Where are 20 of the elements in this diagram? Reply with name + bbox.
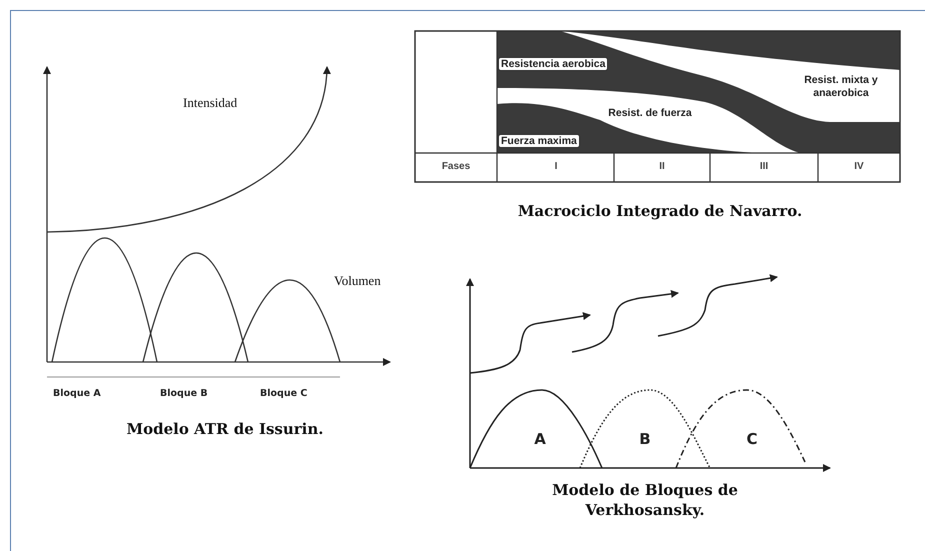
block-label: Bloque B: [160, 388, 209, 399]
block-label: A: [533, 430, 547, 448]
block-label: B: [638, 430, 652, 448]
curve-label: Volumen: [334, 273, 382, 289]
block-label: Bloque C: [260, 388, 308, 399]
block-label: Bloque A: [53, 388, 102, 399]
table-cell-text: Fases: [440, 161, 472, 172]
table-cell-text: II: [658, 161, 666, 172]
band-label: Fuerza maxima: [498, 134, 580, 148]
table-cell-text: I: [554, 161, 558, 172]
chart-caption: Modelo ATR de Issurin.: [125, 419, 325, 440]
table-cell-text: IV: [853, 161, 865, 172]
curve-label: Intensidad: [183, 95, 238, 111]
band-label: Resist. mixta y anaerobica: [803, 74, 879, 100]
band-label: Resist. de fuerza: [607, 107, 693, 120]
chart-caption: Macrociclo Integrado de Navarro.: [516, 201, 804, 222]
band-label: Resistencia aerobica: [498, 57, 608, 71]
chart-caption: Modelo de Bloques de Verkhosansky.: [551, 480, 739, 520]
block-label: C: [745, 430, 758, 448]
table-cell-text: III: [758, 161, 770, 172]
